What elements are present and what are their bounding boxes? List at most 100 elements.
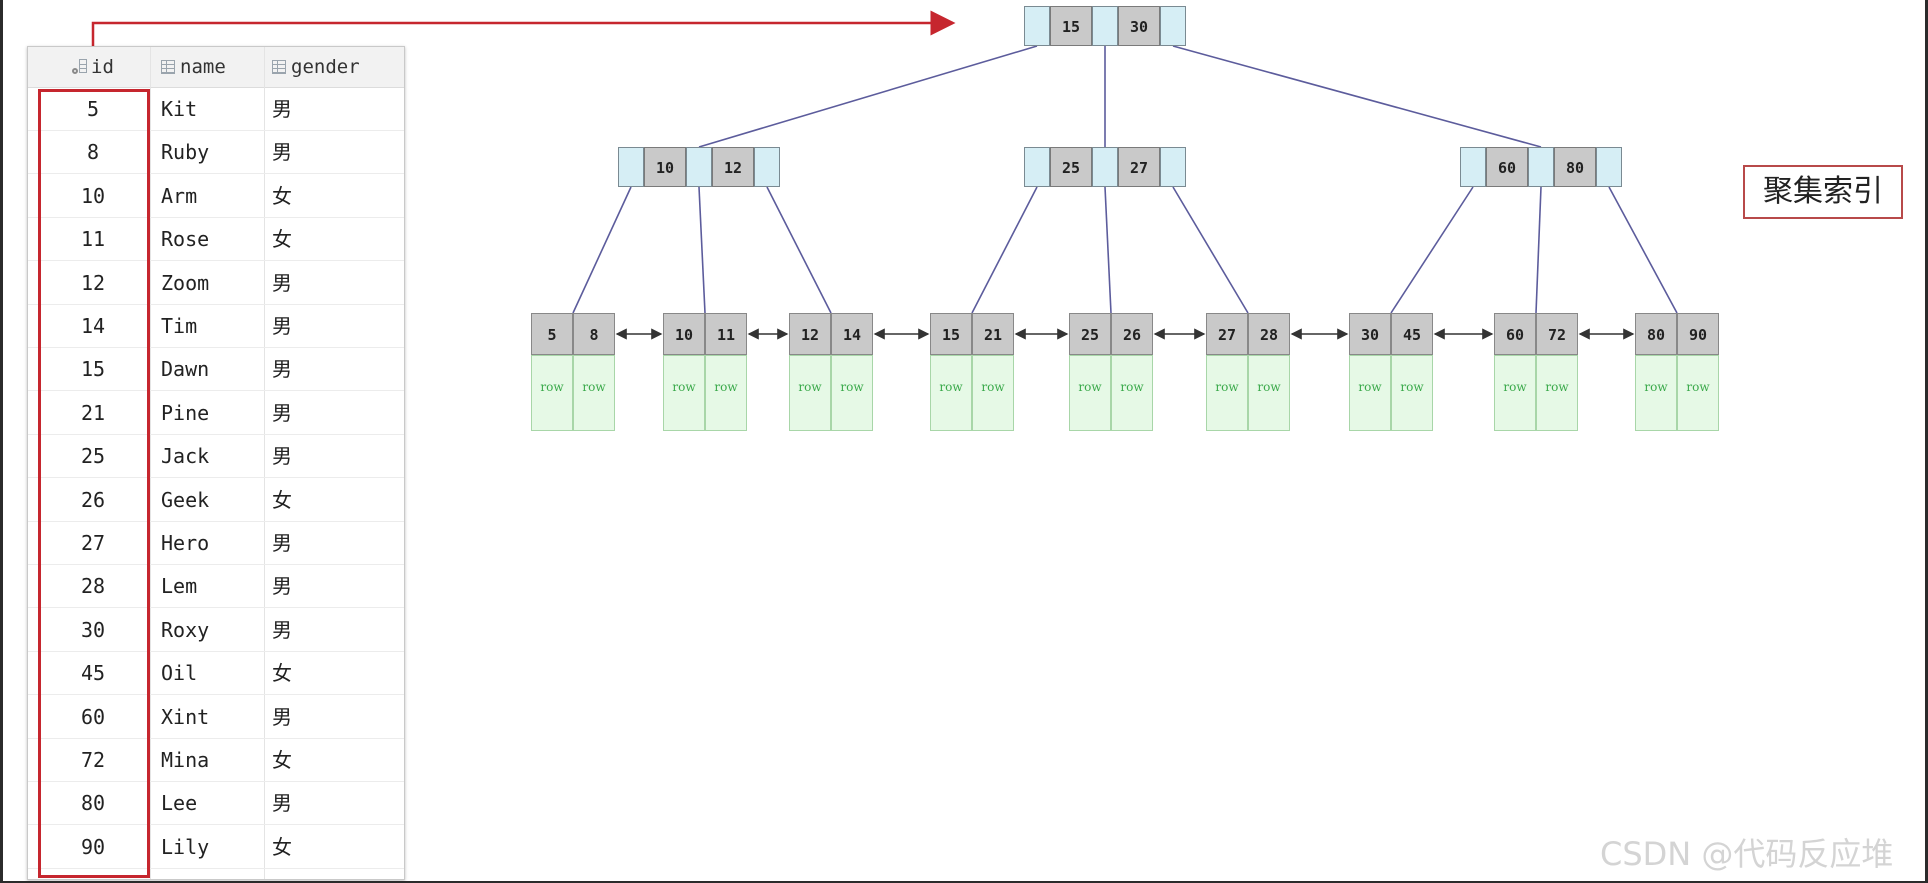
cell-gender: 女: [272, 183, 292, 208]
column-icon: [272, 60, 286, 74]
leaf-row-data: row: [930, 355, 972, 431]
leaf-key: 90: [1677, 313, 1719, 355]
cell-name: Oil: [161, 661, 198, 686]
leaf-key: 45: [1391, 313, 1433, 355]
cell-name: Rose: [161, 227, 210, 252]
tree-edge: [1104, 186, 1112, 314]
cell-name: Lem: [161, 574, 198, 599]
cell-id: 30: [80, 617, 106, 642]
cell-gender: 男: [272, 400, 292, 425]
tree-edges: [572, 45, 1678, 314]
node-key: 30: [1118, 6, 1160, 46]
node-pointer: [1024, 6, 1050, 46]
leaf-key: 25: [1069, 313, 1111, 355]
cell-gender: 女: [272, 748, 292, 772]
leaf-row-data: row: [1349, 355, 1391, 431]
primary-key-icon: [72, 59, 87, 75]
node-key: 60: [1486, 147, 1528, 187]
cell-id: 26: [80, 487, 106, 512]
cell-id: 45: [80, 661, 106, 686]
cell-gender: 女: [272, 661, 292, 686]
leaf-key: 14: [831, 313, 873, 355]
tree-edge: [1172, 45, 1542, 148]
leaf-row-data: row: [663, 355, 705, 431]
leaf-row-data: row: [1069, 355, 1111, 431]
cell-id: 80: [80, 791, 106, 816]
cell-name: Ruby: [161, 140, 210, 165]
cell-name: Pine: [161, 400, 210, 425]
cell-id: 27: [80, 531, 106, 555]
cell-name: Kit: [161, 97, 198, 121]
node-pointer: [1160, 6, 1186, 46]
tree-edge: [572, 186, 632, 314]
cell-name: Arm: [161, 183, 198, 208]
node-key: 15: [1050, 6, 1092, 46]
header-gender[interactable]: gender: [272, 47, 360, 87]
table-row[interactable]: 30 Roxy 男: [28, 609, 404, 652]
cell-gender: 男: [272, 531, 292, 555]
leaf-key: 72: [1536, 313, 1578, 355]
node-pointer: [1528, 147, 1554, 187]
cell-gender: 女: [272, 487, 292, 512]
leaf-row-data: row: [705, 355, 747, 431]
cell-gender: 男: [272, 97, 292, 121]
leaf-row-data: row: [1248, 355, 1290, 431]
id-column-highlight: [38, 89, 150, 878]
leaf-key: 28: [1248, 313, 1290, 355]
leaf-row-data: row: [831, 355, 873, 431]
cell-id: 15: [80, 357, 106, 382]
cell-name: Xint: [161, 704, 210, 729]
cell-id: 11: [80, 227, 106, 252]
leaf-row-data: row: [1536, 355, 1578, 431]
table-row[interactable]: 26 Geek 女: [28, 479, 404, 522]
tree-edge: [766, 186, 832, 314]
header-name[interactable]: name: [161, 47, 226, 87]
cell-gender: 男: [272, 617, 292, 642]
leaf-key: 10: [663, 313, 705, 355]
node-pointer: [1024, 147, 1050, 187]
leaf-row-data: row: [1391, 355, 1433, 431]
leaf-key: 27: [1206, 313, 1248, 355]
cell-id: 90: [80, 834, 106, 859]
node-pointer: [618, 147, 644, 187]
table-row[interactable]: 27 Hero 男: [28, 522, 404, 565]
cell-name: Geek: [161, 487, 210, 512]
cell-gender: 男: [272, 270, 292, 295]
cell-name: Jack: [161, 444, 210, 469]
cell-id: 28: [80, 574, 106, 599]
tree-edge: [1390, 186, 1474, 314]
leaf-key: 60: [1494, 313, 1536, 355]
leaf-row-data: row: [1677, 355, 1719, 431]
cell-name: Hero: [161, 531, 210, 555]
leaf-key: 5: [531, 313, 573, 355]
column-icon: [161, 60, 175, 74]
leaf-row-data: row: [1206, 355, 1248, 431]
node-pointer: [686, 147, 712, 187]
header-id[interactable]: id: [72, 47, 114, 87]
cell-name: Roxy: [161, 617, 210, 642]
table-row[interactable]: 45 Oil 女: [28, 652, 404, 696]
cell-name: Mina: [161, 748, 210, 772]
tree-edge: [698, 186, 706, 314]
